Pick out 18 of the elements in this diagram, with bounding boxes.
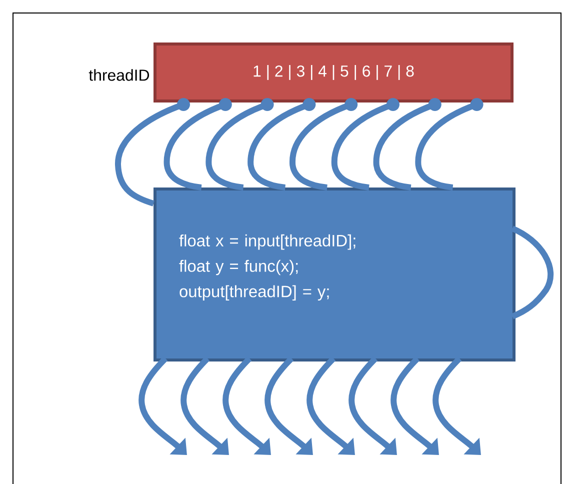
code-box: float x = input[threadID]; float y = func(x); output[threadID] = y; (154, 187, 516, 362)
thread-arrow (432, 356, 481, 455)
thread-arrow (206, 98, 274, 190)
thread-arrow (264, 356, 313, 455)
thread-arrow (164, 98, 232, 190)
thread-arrow (138, 356, 187, 455)
thread-arrow (115, 98, 190, 206)
thread-arrow (373, 98, 442, 190)
thread-arrow (348, 356, 397, 455)
thread-arrow (390, 356, 439, 455)
thread-arrow (222, 356, 271, 455)
thread-arrow (306, 356, 355, 455)
thread-arrow (290, 98, 358, 190)
row-label: threadID (88, 69, 150, 81)
thread-arrow (180, 356, 229, 455)
thread-arrow (248, 98, 316, 190)
thread-id-bar: 1 | 2 | 3 | 4 | 5 | 6 | 7 | 8 (154, 42, 514, 102)
thread-arrow (332, 98, 400, 190)
